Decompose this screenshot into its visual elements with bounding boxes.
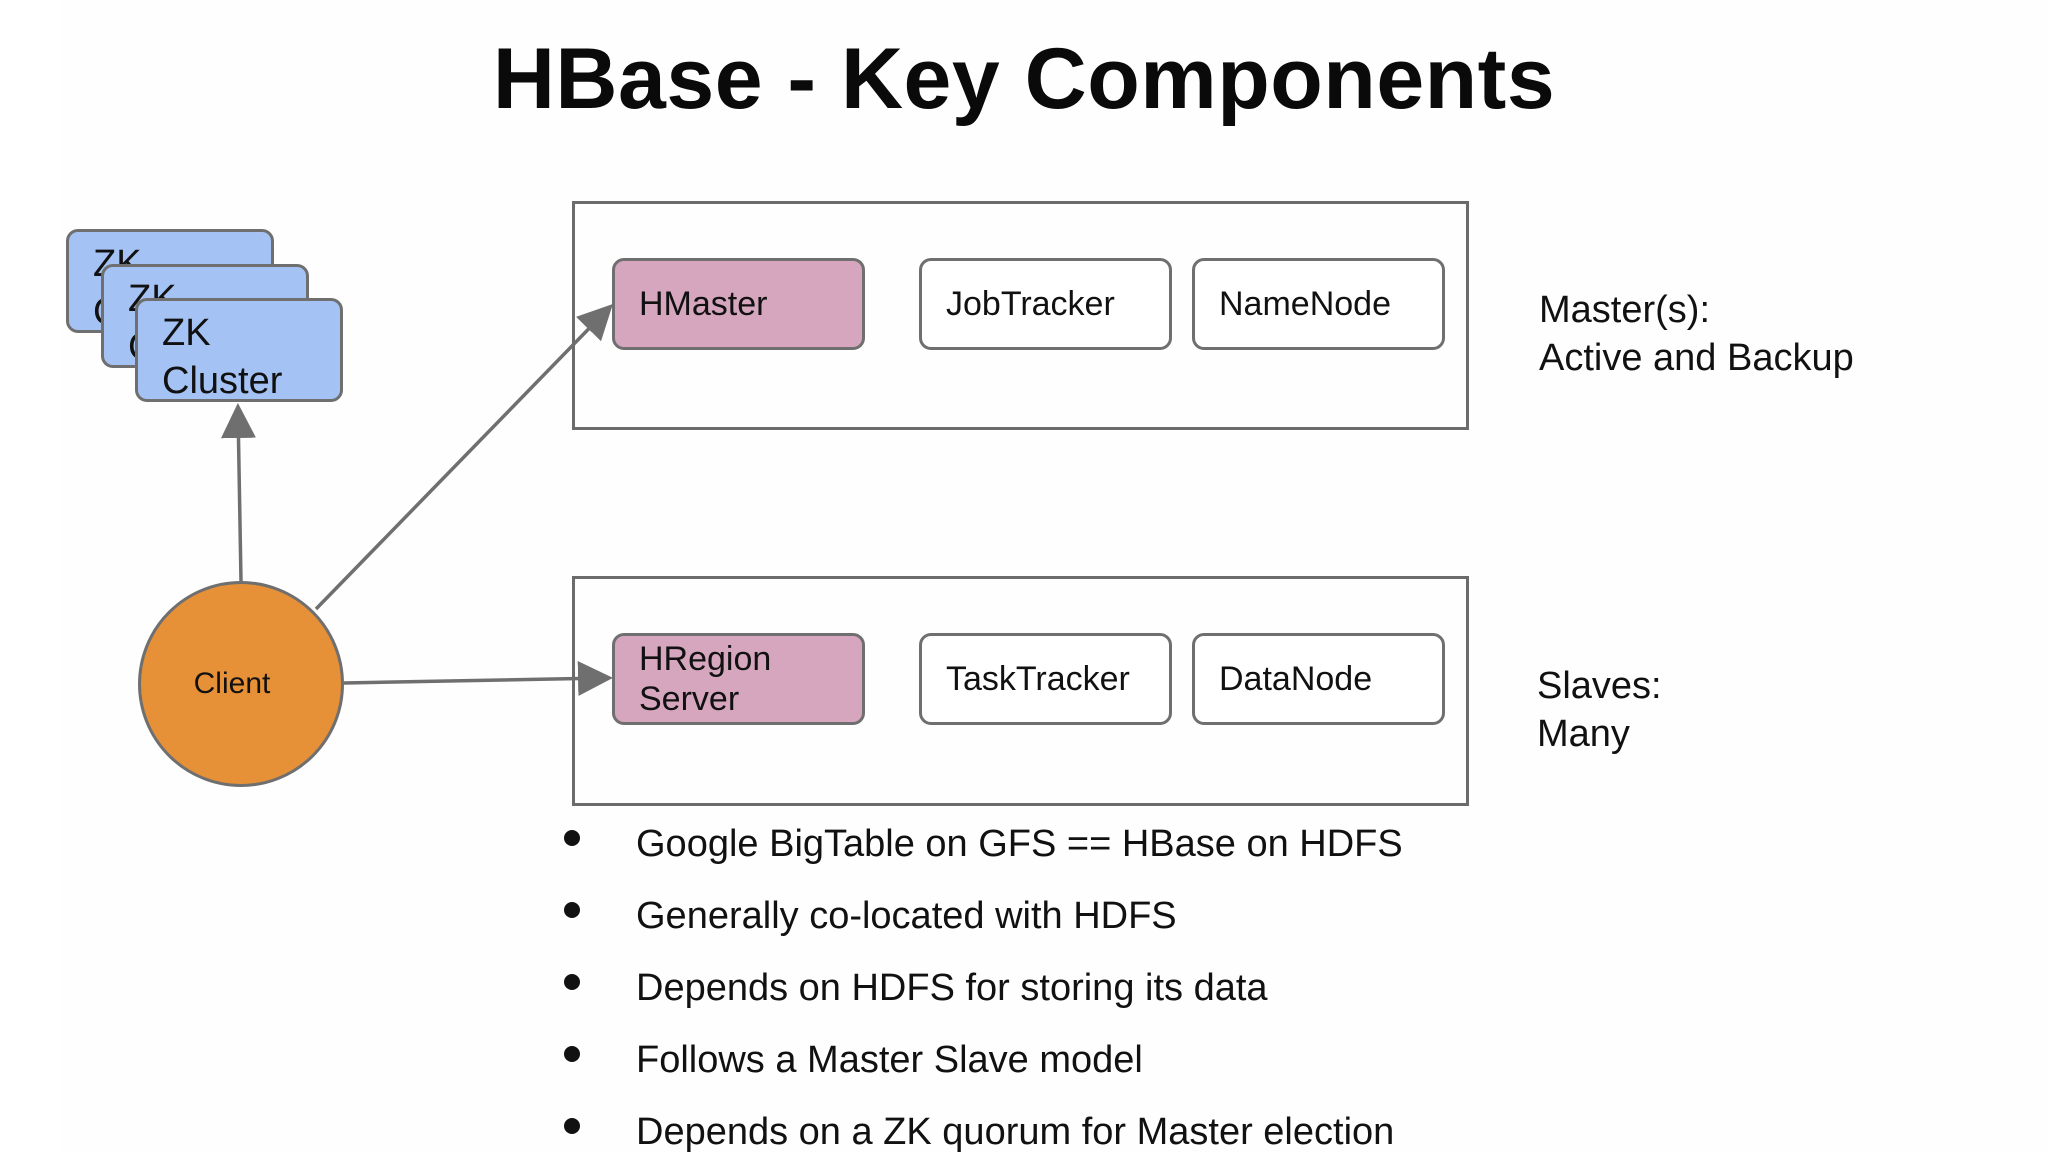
master-group-label: Master(s): Active and Backup	[1539, 286, 1854, 382]
slave-label-line2: Many	[1537, 713, 1630, 755]
jobtracker-node: JobTracker	[919, 258, 1172, 350]
slave-group-label: Slaves: Many	[1537, 662, 1662, 758]
bullet-text: Depends on a ZK quorum for Master electi…	[636, 1111, 1395, 1152]
client-to-hregion-arrow	[343, 661, 613, 697]
client-label: Client	[193, 667, 271, 700]
client-to-zk-arrow	[220, 403, 256, 582]
bullet-item: Depends on HDFS for storing its data	[556, 956, 1403, 1028]
slide-title: HBase - Key Components	[492, 31, 1556, 127]
bullet-text: Follows a Master Slave model	[636, 1039, 1143, 1081]
master-label-line2: Active and Backup	[1539, 337, 1854, 379]
master-label-line1: Master(s):	[1539, 289, 1710, 331]
namenode-label: NameNode	[1219, 285, 1391, 323]
bullet-list: Google BigTable on GFS == HBase on HDFS …	[556, 812, 1403, 1152]
hregion-server-node: HRegion Server	[612, 633, 865, 725]
client-to-hmaster-arrow	[314, 303, 613, 611]
slave-group-frame	[572, 576, 1469, 806]
hregion-server-label: HRegion Server	[639, 640, 772, 718]
bullet-dot-icon	[564, 1046, 580, 1062]
tasktracker-node: TaskTracker	[919, 633, 1172, 725]
bullet-item: Google BigTable on GFS == HBase on HDFS	[556, 812, 1403, 884]
client-node: Client	[138, 581, 344, 787]
bullet-dot-icon	[564, 974, 580, 990]
bullet-item: Follows a Master Slave model	[556, 1028, 1403, 1100]
slave-label-line1: Slaves:	[1537, 665, 1662, 707]
jobtracker-label: JobTracker	[946, 285, 1115, 323]
bullet-text: Depends on HDFS for storing its data	[636, 967, 1268, 1009]
slide-margin	[0, 0, 60, 1152]
tasktracker-label: TaskTracker	[946, 660, 1130, 698]
namenode-node: NameNode	[1192, 258, 1445, 350]
bullet-item: Depends on a ZK quorum for Master electi…	[556, 1100, 1403, 1152]
bullet-text: Generally co-located with HDFS	[636, 895, 1177, 937]
hmaster-node: HMaster	[612, 258, 865, 350]
zk-cluster-front-label: ZK Cluster	[162, 312, 283, 402]
bullet-text: Google BigTable on GFS == HBase on HDFS	[636, 823, 1403, 865]
bullet-dot-icon	[564, 830, 580, 846]
zk-cluster-node-front: ZK Cluster	[135, 298, 343, 402]
bullet-item: Generally co-located with HDFS	[556, 884, 1403, 956]
bullet-dot-icon	[564, 1118, 580, 1134]
datanode-node: DataNode	[1192, 633, 1445, 725]
bullet-dot-icon	[564, 902, 580, 918]
datanode-label: DataNode	[1219, 660, 1373, 698]
hmaster-label: HMaster	[639, 285, 768, 323]
